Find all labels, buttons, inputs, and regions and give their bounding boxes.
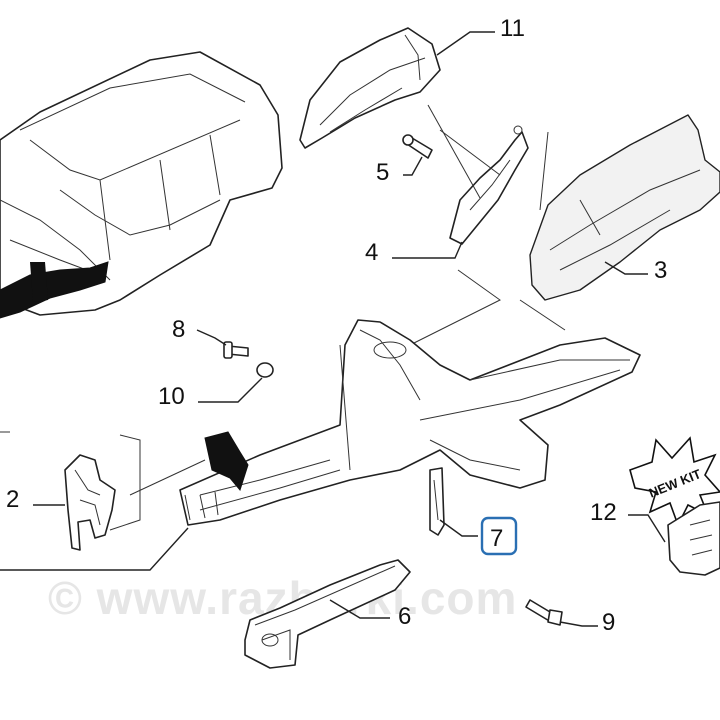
callout-4: 4 xyxy=(365,239,378,266)
car-body-illustration xyxy=(0,51,283,319)
part-7-strap xyxy=(429,467,445,536)
part-10-nut xyxy=(256,362,274,378)
callout-8: 8 xyxy=(172,316,185,343)
new-kit-starburst xyxy=(629,436,720,528)
callout-7: 7 xyxy=(490,525,503,552)
callout-3: 3 xyxy=(654,257,667,284)
callout-12: 12 xyxy=(590,499,617,526)
callout-5: 5 xyxy=(376,159,389,186)
callout-2: 2 xyxy=(6,486,19,513)
main-frame-assembly xyxy=(179,319,641,526)
callout-6: 6 xyxy=(398,603,411,630)
callout-11: 11 xyxy=(500,15,525,42)
part-9-bolt xyxy=(525,599,563,626)
assembly-leader xyxy=(0,527,189,571)
part-8-bolt xyxy=(223,341,249,359)
callout-10: 10 xyxy=(158,383,185,410)
part-6-lower-rail xyxy=(244,559,411,669)
callout-7-badge: 7 xyxy=(480,516,518,556)
part-11-upper-panel xyxy=(299,27,441,149)
part-3-wheelhouse-panel xyxy=(529,114,720,301)
part-2-bracket xyxy=(64,454,116,551)
part-5-fastener xyxy=(402,134,433,159)
part-4-bracket xyxy=(449,125,529,245)
part-12-new-kit: NEW KIT xyxy=(629,436,720,576)
guide-lines xyxy=(0,104,566,531)
callout-9: 9 xyxy=(602,609,615,636)
